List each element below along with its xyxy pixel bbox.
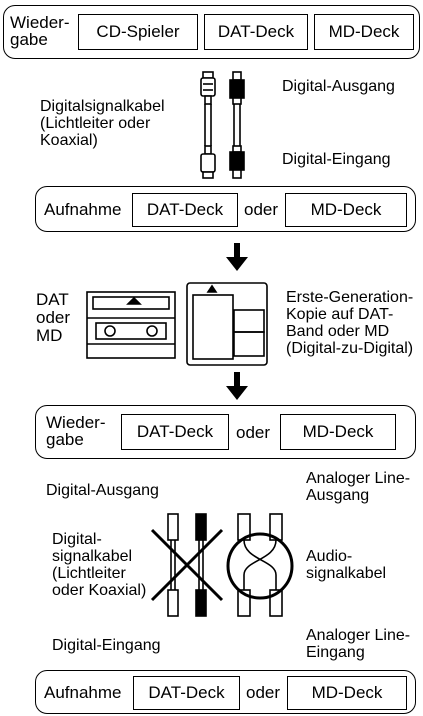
device-box-cd-player: CD-Spieler bbox=[78, 14, 198, 50]
arrow-down-icon-1 bbox=[226, 243, 248, 271]
device-box-dat-deck: DAT-Deck bbox=[133, 676, 240, 710]
or-label: oder bbox=[244, 200, 279, 219]
device-box-md-deck: MD-Deck bbox=[280, 414, 396, 450]
analog-output-label: Analoger Line- Ausgang bbox=[306, 470, 411, 504]
minidisc-icon bbox=[186, 282, 268, 366]
playback-label: Wieder- gabe bbox=[46, 413, 106, 449]
device-box-dat-deck: DAT-Deck bbox=[132, 193, 238, 227]
digital-cable-crossed-icon bbox=[150, 513, 224, 617]
digital-input-label: Digital-Eingang bbox=[52, 637, 161, 654]
device-box-dat-deck: DAT-Deck bbox=[204, 14, 308, 50]
recording-label: Aufnahme bbox=[44, 683, 122, 702]
optical-connector-bottom-icon bbox=[200, 145, 216, 179]
audio-cable-circled-icon bbox=[226, 513, 294, 617]
recording-label: Aufnahme bbox=[44, 200, 122, 219]
device-box-md-deck: MD-Deck bbox=[285, 193, 407, 227]
optical-connector-top-icon bbox=[200, 71, 216, 105]
playback-label: Wieder- gabe bbox=[10, 13, 70, 49]
device-box-md-deck: MD-Deck bbox=[287, 676, 407, 710]
digital-output-label: Digital-Ausgang bbox=[46, 482, 159, 499]
analog-input-label: Analoger Line- Eingang bbox=[306, 627, 411, 661]
or-label: oder bbox=[246, 683, 281, 702]
copy-note: Erste-Generation- Kopie auf DAT- Band od… bbox=[286, 289, 414, 357]
or-label: oder bbox=[236, 423, 271, 442]
arrow-down-icon-2 bbox=[226, 372, 248, 400]
coaxial-connector-bottom-icon bbox=[229, 145, 245, 179]
dat-cassette-icon bbox=[86, 291, 176, 359]
digital-input-label-top: Digital-Eingang bbox=[282, 151, 391, 168]
media-label: DAT oder MD bbox=[36, 290, 71, 345]
audio-cable-label: Audio- signalkabel bbox=[306, 548, 387, 582]
digital-cable-label: Digital- signalkabel (Lichtleiter oder K… bbox=[52, 531, 147, 599]
device-box-md-deck: MD-Deck bbox=[314, 14, 414, 50]
device-box-dat-deck: DAT-Deck bbox=[121, 414, 229, 450]
digital-cable-label-top: Digitalsignalkabel (Lichtleiter oder Koa… bbox=[40, 98, 165, 149]
coaxial-connector-top-icon bbox=[229, 71, 245, 105]
digital-output-label-top: Digital-Ausgang bbox=[282, 78, 395, 95]
